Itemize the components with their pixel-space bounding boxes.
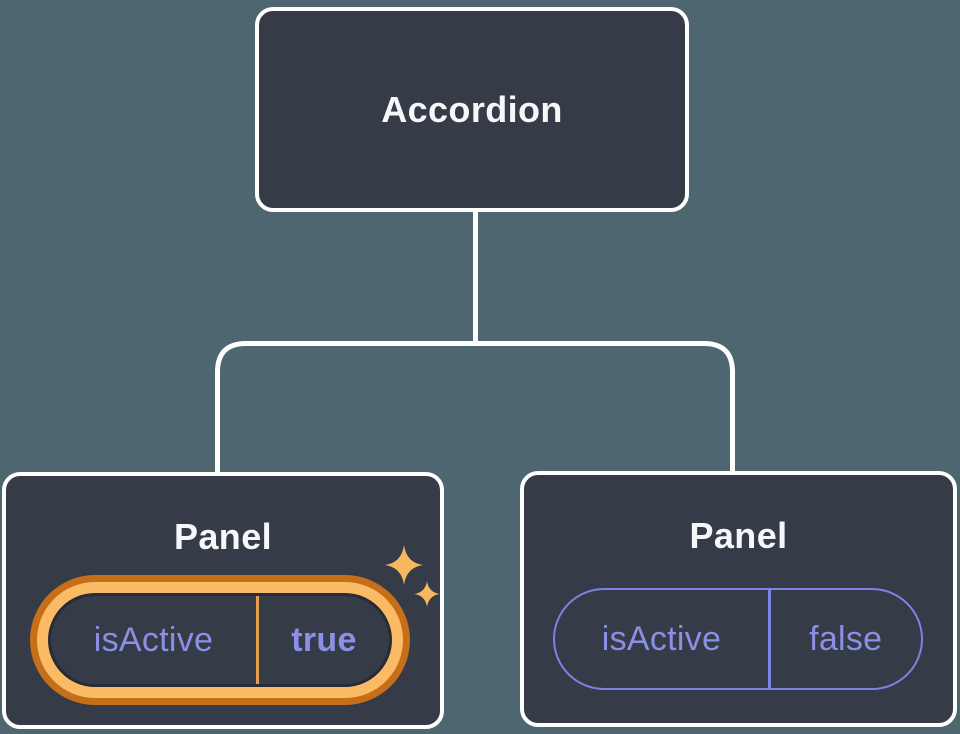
connector-branch bbox=[215, 341, 735, 472]
state-name-label: isActive bbox=[93, 620, 214, 659]
state-value-cell: false bbox=[771, 590, 922, 688]
state-name-cell: isActive bbox=[51, 596, 256, 684]
state-pill-divider bbox=[256, 596, 259, 684]
component-label-panel-active: Panel bbox=[173, 516, 273, 557]
component-label-panel-inactive: Panel bbox=[689, 515, 788, 556]
state-value-label: false bbox=[809, 619, 883, 658]
sparkle-star-small bbox=[414, 581, 440, 607]
state-pill-core: isActive true bbox=[48, 593, 392, 687]
component-box-accordion: Accordion bbox=[255, 7, 689, 212]
state-name-cell: isActive bbox=[555, 590, 768, 688]
state-value-label: true bbox=[291, 620, 357, 659]
component-box-panel-active: Panel isActive true bbox=[2, 472, 444, 729]
state-name-label: isActive bbox=[601, 619, 722, 658]
state-pill-divider bbox=[768, 590, 771, 688]
component-label-accordion: Accordion bbox=[381, 88, 563, 130]
state-pill-active: isActive true bbox=[30, 575, 410, 705]
state-pill-highlight-ring: isActive true bbox=[37, 582, 403, 698]
component-box-panel-inactive: Panel isActive false bbox=[520, 471, 957, 727]
state-pill-inactive: isActive false bbox=[553, 588, 923, 690]
state-value-cell: true bbox=[259, 596, 389, 684]
